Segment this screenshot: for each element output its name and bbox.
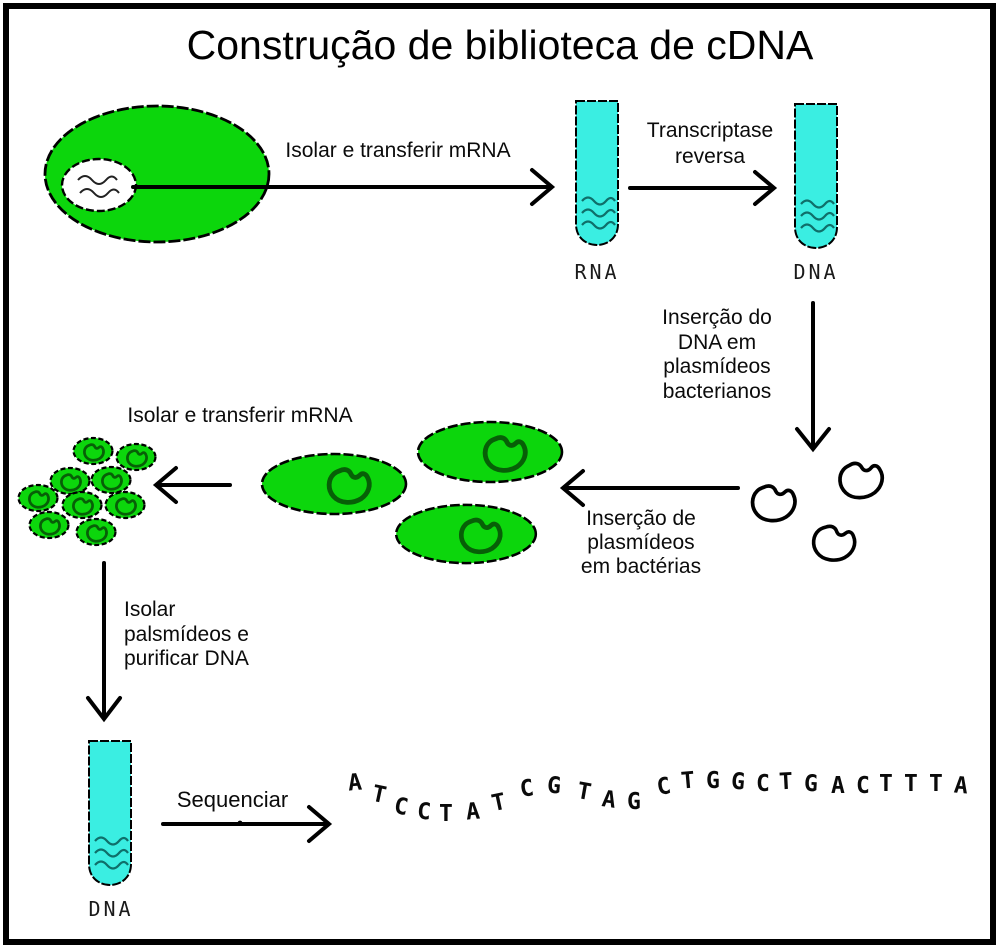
small-bacterium [74, 438, 113, 464]
arrow-sequence [161, 805, 333, 843]
small-bacterium [92, 467, 131, 493]
label-insert-dna-plasmids: Inserção do DNA em plasmídeos bacteriano… [662, 306, 772, 403]
arrow-isolate-plasmids [86, 561, 122, 723]
diagram-border [3, 3, 996, 945]
label-isolate-mrna-2: Isolar e transferir mRNA [127, 404, 353, 427]
plasmid-group [750, 458, 887, 564]
small-bacterium [30, 512, 69, 538]
label-dna-tube-top: DNA [793, 260, 839, 284]
test-tube-dna-top [793, 102, 839, 250]
diagram-title: Construção de biblioteca de cDNA [186, 22, 814, 68]
arrow-reverse-transcriptase [628, 170, 778, 206]
arrow-insert-plasmids-bacteria [559, 469, 740, 507]
small-bacterium [106, 492, 145, 518]
label-isolate-plasmids-purify: Isolar palsmídeos e purificar DNA [124, 598, 249, 670]
mrna-squiggle-icon [77, 175, 118, 185]
arrow-collect-bacteria [152, 466, 232, 504]
bacterium-with-plasmid [396, 505, 536, 563]
label-rna-tube: RNA [574, 260, 620, 284]
source-cell [43, 104, 271, 244]
plasmid-icon [810, 523, 858, 564]
arrow-insert-dna-plasmids [795, 301, 831, 453]
bacterium-with-plasmid [262, 454, 406, 514]
plasmid-icon [836, 458, 887, 502]
mrna-squiggle-icon [79, 188, 120, 198]
bacteria-colony-cluster [19, 438, 156, 545]
bacterium-with-plasmid [418, 422, 562, 482]
label-insert-plasmids-bacteria: Inserção de plasmídeos em bactérias [580, 507, 702, 578]
test-tube-rna [574, 99, 620, 247]
arrow-isolate-mrna [131, 168, 556, 206]
label-sequenciar: Sequenciar [176, 787, 289, 812]
small-bacterium [77, 519, 116, 545]
small-bacterium [51, 468, 90, 494]
plasmid-icon [750, 484, 797, 523]
small-bacterium [117, 444, 156, 470]
small-bacterium [19, 485, 58, 511]
label-reverse-transcriptase: Transcriptase reversa [646, 119, 774, 168]
small-bacterium [63, 492, 102, 518]
label-isolate-mrna: Isolar e transferir mRNA [285, 139, 511, 162]
label-dna-tube-bottom: DNA [88, 897, 134, 921]
transformed-bacteria-group [262, 422, 562, 563]
test-tube-dna-bottom [87, 739, 133, 887]
sequencer-arrow-dot [237, 820, 243, 826]
